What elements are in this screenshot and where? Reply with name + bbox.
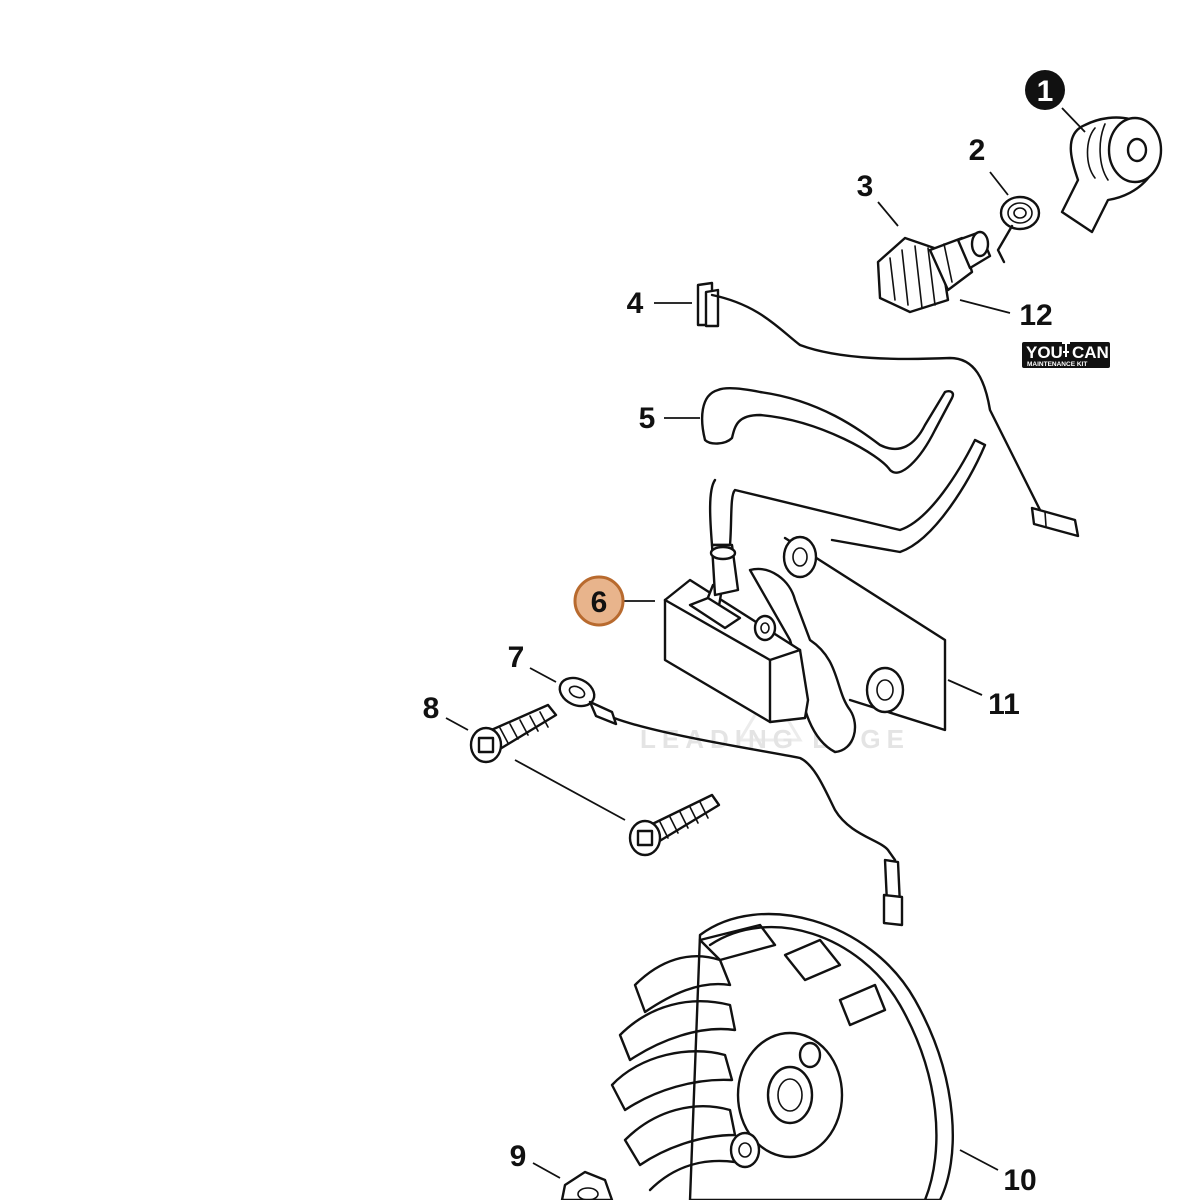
callout-6[interactable]: 6	[591, 586, 608, 619]
callout-7[interactable]: 7	[508, 641, 525, 674]
callout-1-circle	[1025, 70, 1065, 110]
badge-can: CAN	[1072, 343, 1109, 362]
part-10-flywheel[interactable]	[610, 912, 954, 1200]
part-6-ignition-module[interactable]	[663, 543, 857, 754]
part-4-short-wire[interactable]	[696, 281, 1080, 538]
part-3-spark-plug[interactable]	[876, 230, 992, 314]
callout-5[interactable]: 5	[639, 402, 656, 435]
callout-4[interactable]: 4	[627, 287, 644, 320]
callout-12[interactable]: 12	[1019, 299, 1052, 332]
callout-2[interactable]: 2	[969, 134, 986, 167]
callout-10[interactable]: 10	[1003, 1164, 1036, 1197]
part-7-ground-wire[interactable]	[555, 673, 904, 927]
callout-11[interactable]: 11	[988, 688, 1020, 721]
part-2-spring[interactable]	[996, 195, 1041, 264]
part-1-spark-plug-boot[interactable]	[1060, 116, 1163, 234]
badge-kit: MAINTENANCE KIT	[1027, 361, 1087, 368]
wrench-icon	[1062, 340, 1070, 357]
part-9-nut[interactable]	[560, 1170, 614, 1200]
part-11-gasket[interactable]	[782, 535, 947, 732]
callouts: 1 2 3 4 5 6 7 8 9 10 11 12	[423, 70, 1065, 1197]
watermark-text: LEADING EDGE	[640, 724, 910, 754]
part-5-lead[interactable]	[700, 387, 987, 554]
callout-6-highlight	[573, 575, 625, 627]
watermark: LEADING EDGE	[640, 663, 910, 754]
callout-3[interactable]: 3	[857, 170, 874, 203]
maintenance-kit-badge: YOU CAN MAINTENANCE KIT	[1022, 340, 1110, 368]
callout-9[interactable]: 9	[510, 1140, 527, 1173]
callout-1[interactable]: 1	[1037, 75, 1054, 108]
leader-lines	[445, 107, 1086, 1179]
badge-you: YOU	[1026, 343, 1063, 362]
part-8-screws[interactable]	[469, 703, 721, 857]
callout-8[interactable]: 8	[423, 692, 440, 725]
